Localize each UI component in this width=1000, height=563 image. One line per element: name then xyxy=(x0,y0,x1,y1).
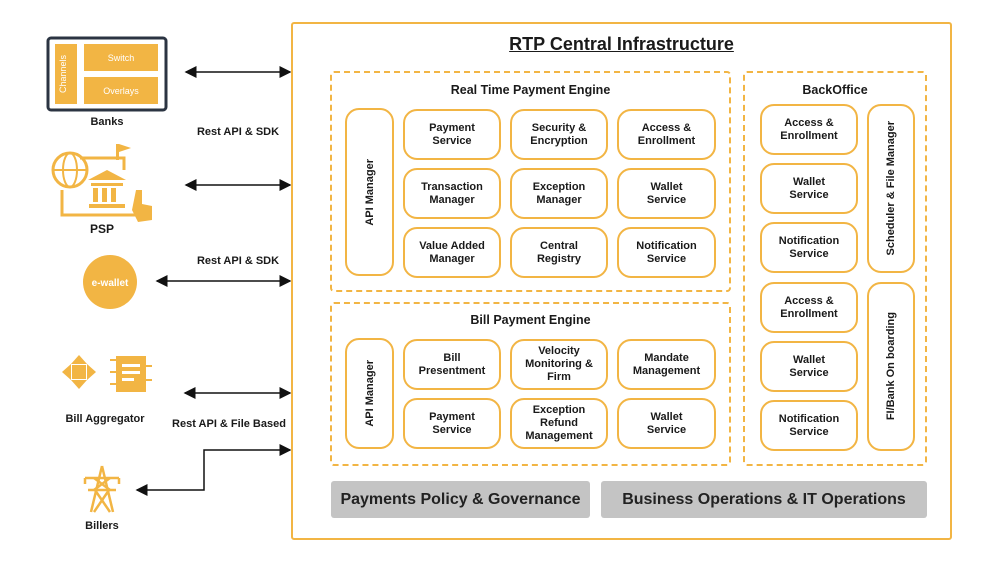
operations-bar: Business Operations & IT Operations xyxy=(601,481,927,518)
billers-tower-icon xyxy=(83,465,121,513)
bill-engine-title: Bill Payment Engine xyxy=(470,313,591,327)
banks-overlays-label: Overlays xyxy=(103,86,139,96)
rtp-engine-title: Real Time Payment Engine xyxy=(450,83,611,97)
connector-arrows xyxy=(135,66,291,496)
rtp-api-manager-label: API Manager xyxy=(363,158,376,226)
bill-aggregator-icon xyxy=(62,355,152,392)
banks-icon xyxy=(46,36,168,112)
connector-label: Rest API & SDK xyxy=(196,126,280,138)
connector-label: Rest API & File Based xyxy=(172,418,286,430)
banks-channels-label: Channels xyxy=(58,54,68,93)
bill-engine-panel xyxy=(330,302,731,466)
billers-label: Billers xyxy=(85,520,119,532)
banks-switch-label: Switch xyxy=(108,53,135,63)
rtp-cell: Exception Manager xyxy=(510,168,608,219)
backoffice-cell: Notification Service xyxy=(760,222,858,273)
rtp-api-manager: API Manager xyxy=(345,108,394,276)
bill-api-manager: API Manager xyxy=(345,338,394,449)
rtp-cell: Value Added Manager xyxy=(403,227,501,278)
backoffice-cell: Access & Enrollment xyxy=(760,104,858,155)
scheduler-file-manager-label: Scheduler & File Manager xyxy=(885,121,897,256)
ewallet-icon xyxy=(83,255,137,309)
bill-cell: Mandate Management xyxy=(617,339,716,390)
actors-svg: Channels Switch Overlays e-wallet xyxy=(46,36,291,513)
backoffice-title: BackOffice xyxy=(802,83,868,97)
backoffice-panel xyxy=(743,71,927,466)
scheduler-file-manager: Scheduler & File Manager xyxy=(867,104,915,273)
policy-governance-bar: Payments Policy & Governance xyxy=(331,481,590,518)
bill-aggregator-label: Bill Aggregator xyxy=(65,413,145,425)
backoffice-cell: Access & Enrollment xyxy=(760,282,858,333)
rtp-cell: Security & Encryption xyxy=(510,109,608,160)
ewallet-label: e-wallet xyxy=(92,278,129,289)
backoffice-cell: Notification Service xyxy=(760,400,858,451)
central-infrastructure-box xyxy=(291,22,952,540)
rtp-cell: Central Registry xyxy=(510,227,608,278)
rtp-cell: Payment Service xyxy=(403,109,501,160)
rtp-cell: Transaction Manager xyxy=(403,168,501,219)
rtp-cell: Notification Service xyxy=(617,227,716,278)
rtp-cell: Wallet Service xyxy=(617,168,716,219)
banks-label: Banks xyxy=(90,116,124,128)
bill-cell: Wallet Service xyxy=(617,398,716,449)
bill-cell: Exception Refund Management xyxy=(510,398,608,449)
bill-cell: Payment Service xyxy=(403,398,501,449)
page-title: RTP Central Infrastructure xyxy=(509,34,734,54)
rtp-cell: Access & Enrollment xyxy=(617,109,716,160)
psp-label: PSP xyxy=(89,222,114,236)
psp-icon xyxy=(51,144,152,222)
rtp-engine-panel xyxy=(330,71,731,292)
bill-cell: Bill Presentment xyxy=(403,339,501,390)
fi-bank-onboarding: FI/Bank On boarding xyxy=(867,282,915,451)
fi-bank-onboarding-label: FI/Bank On boarding xyxy=(885,312,897,421)
backoffice-cell: Wallet Service xyxy=(760,163,858,214)
bill-cell: Velocity Monitoring & Firm xyxy=(510,339,608,390)
backoffice-cell: Wallet Service xyxy=(760,341,858,392)
connector-label: Rest API & SDK xyxy=(196,255,280,267)
bill-api-manager-label: API Manager xyxy=(363,360,376,427)
